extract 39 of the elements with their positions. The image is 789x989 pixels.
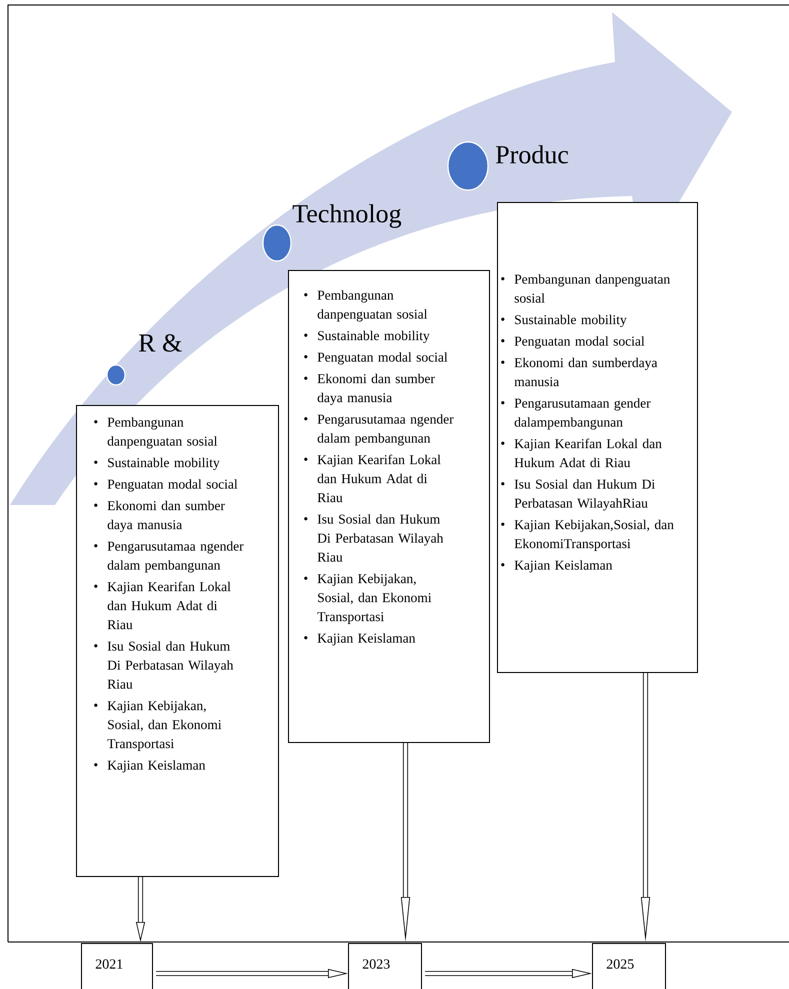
list-item: Isu Sosial dan Hukum Di Perbatasan Wilayah Riau	[94, 641, 234, 689]
list-item: Sustainable mobility	[501, 314, 627, 327]
list-item: Kajian Kearifan Lokal dan Hukum Adat di Riau	[304, 454, 441, 502]
list-item: Kajian Keislaman	[304, 633, 416, 646]
list-item: Kajian Kebijakan, Sosial, dan Ekonomi Transportasi	[94, 700, 222, 751]
list-box	[76, 405, 279, 877]
stage-label: Produc	[496, 145, 568, 164]
list-box	[288, 270, 490, 743]
year-box: 2023	[348, 943, 422, 989]
list-item: Ekonomi dan sumber daya manusia	[94, 500, 225, 532]
list-item: Pembangunan danpenguatan sosial	[94, 417, 218, 448]
list-item: Kajian Kearifan Lokal dan Hukum Adat di Riau	[501, 438, 662, 468]
list-item: Pengarusutamaa ngender dalam pembangunan	[94, 541, 244, 572]
circle-marker	[447, 141, 489, 191]
list-item: Kajian Kearifan Lokal dan Hukum Adat di Riau	[94, 582, 231, 630]
list-item: Kajian Kebijakan, Sosial, dan Ekonomi Transportasi	[304, 574, 432, 624]
list-item: Pengarusutamaan gender dalampembangunan	[501, 398, 651, 430]
list-item: Pengarusutamaa ngender dalam pembangunan	[304, 414, 454, 446]
list-item: Ekonomi dan sumberdaya manusia	[501, 358, 658, 386]
list-item: Ekonomi dan sumber daya manusia	[304, 374, 435, 405]
stage-label: Technolog	[292, 204, 402, 228]
year-box: 2025	[592, 943, 666, 989]
stage-label: R &	[138, 334, 182, 352]
list-box	[497, 202, 698, 673]
list-item: Isu Sosial dan Hukum Di Perbatasan Wilayah Riau	[304, 514, 444, 562]
circle-marker	[262, 224, 292, 262]
list-item: Kajian Kebijakan,Sosial, dan EkonomiTransportasi	[501, 520, 674, 551]
list-item: Penguatan modal social	[94, 479, 238, 492]
list-item: Sustainable mobility	[94, 458, 220, 470]
list-item: Isu Sosial dan Hukum Di Perbatasan WilayahRiau	[501, 479, 655, 510]
list-item: Penguatan modal social	[501, 336, 644, 348]
year-box: 2021	[81, 943, 153, 989]
list-item: Sustainable mobility	[304, 330, 430, 343]
circle-marker	[106, 364, 126, 386]
list-item: Kajian Keislaman	[501, 560, 612, 572]
list-item: Penguatan modal social	[304, 352, 448, 364]
list-item: Pembangunan danpenguatan sosial	[304, 290, 428, 322]
list-item: Pembangunan danpenguatan sosial	[501, 274, 670, 303]
list-item: Kajian Keislaman	[94, 760, 206, 772]
